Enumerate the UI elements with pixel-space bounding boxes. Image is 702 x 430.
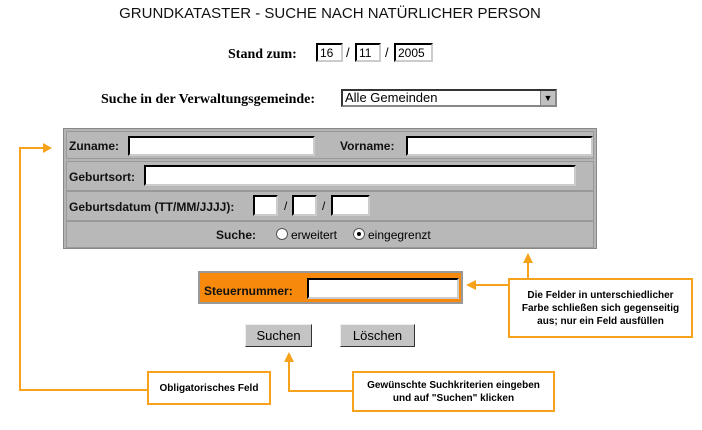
steuernummer-input[interactable] [307,278,459,299]
geburtsdatum-label: Geburtsdatum (TT/MM/JJJJ): [69,200,235,214]
vorname-label: Vorname: [340,139,395,153]
geburtsdatum-row: Geburtsdatum (TT/MM/JJJJ): / / [66,191,594,221]
stand-day-input[interactable] [316,43,343,62]
exclusive-fields-note: Die Felder in unterschiedlicher Farbe sc… [508,278,693,338]
vorname-input[interactable] [406,136,593,156]
gemeinde-selected: Alle Gemeinden [345,90,438,105]
clear-button[interactable]: Löschen [340,324,415,347]
date-separator: / [346,45,350,60]
arrow-up-icon [523,253,533,263]
zuname-input[interactable] [128,136,315,156]
radio-eingegrenzt[interactable]: eingegrenzt [353,228,431,242]
zuname-label: Zuname: [69,139,120,153]
geburtsdatum-month-input[interactable] [292,195,317,216]
radio-erweitert[interactable]: erweitert [276,228,337,242]
steuernummer-panel: Steuernummer: [198,271,463,304]
page-title: GRUNDKATASTER - SUCHE NACH NATÜRLICHER P… [119,5,541,22]
geburtsdatum-year-input[interactable] [331,195,370,216]
arrow-up-icon [284,352,294,362]
arrow-left-icon [466,280,476,290]
geburtsdatum-day-input[interactable] [253,195,278,216]
date-separator: / [385,45,389,60]
gemeinde-select[interactable]: Alle Gemeinden ▼ [341,89,557,107]
chevron-down-icon[interactable]: ▼ [540,91,555,105]
steuernummer-label: Steuernummer: [204,284,293,298]
geburtsort-row: Geburtsort: [66,161,594,191]
geburtsort-input[interactable] [144,165,576,186]
search-hint-note: Gewünschte Suchkriterien eingeben und au… [352,371,555,412]
radio-icon[interactable] [276,228,288,240]
person-search-panel: Zuname: Vorname: Geburtsort: Geburtsdatu… [63,128,597,249]
stand-year-input[interactable] [394,43,433,62]
date-separator: / [322,199,326,213]
suche-label: Suche: [216,228,257,242]
radio-erweitert-label: erweitert [291,228,338,242]
suche-row: Suche: erweitert eingegrenzt [66,221,594,248]
stand-label: Stand zum: [228,47,297,62]
name-row: Zuname: Vorname: [66,131,594,159]
stand-month-input[interactable] [355,43,381,62]
search-button[interactable]: Suchen [245,324,312,347]
geburtsort-label: Geburtsort: [69,170,135,184]
radio-eingegrenzt-label: eingegrenzt [368,228,431,242]
date-separator: / [284,199,288,213]
mandatory-note: Obligatorisches Feld [147,371,271,405]
arrow-right-icon [43,143,52,153]
radio-checked-icon[interactable] [353,228,365,240]
gemeinde-label: Suche in der Verwaltungsgemeinde: [101,92,316,107]
